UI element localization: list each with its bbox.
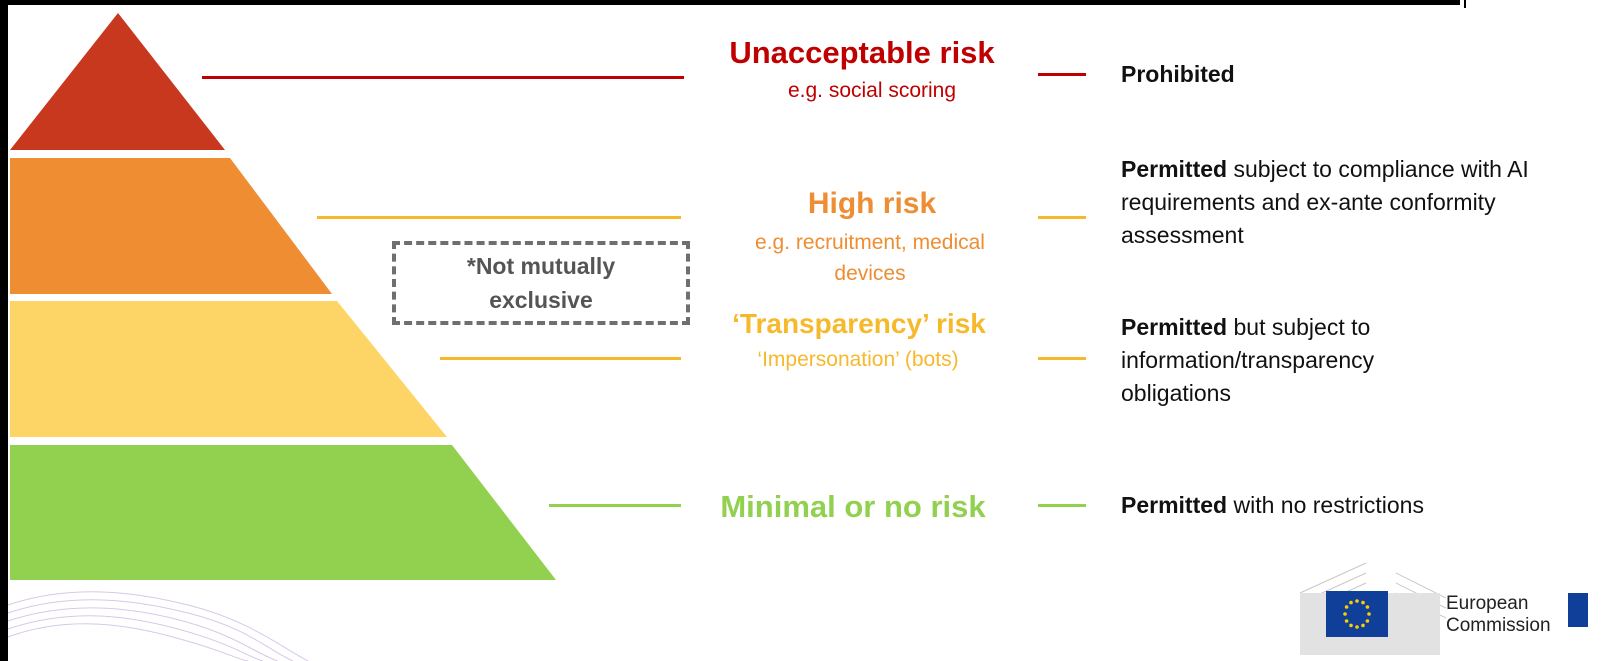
- connector-unacceptable-right: [1038, 73, 1086, 76]
- tier-title-high: High risk: [807, 187, 937, 220]
- top-right-divider: [1464, 0, 1466, 8]
- connector-transparency-left: [440, 357, 681, 360]
- tier-subtitle-high-line2: devices: [834, 262, 906, 285]
- tier-title-transparency: ‘Transparency’ risk: [732, 308, 986, 339]
- ec-logo-line2: Commission: [1446, 615, 1551, 636]
- pyramid-tier-unacceptable: [10, 13, 225, 150]
- desc-high: Permitted subject to compliance with AI …: [1121, 153, 1546, 252]
- desc-transparency-bold: Permitted: [1121, 314, 1228, 340]
- european-commission-logo: European Commission: [1296, 553, 1616, 661]
- tier-title-unacceptable: Unacceptable risk: [729, 35, 995, 70]
- tier-subtitle-high-line1: e.g. recruitment, medical: [755, 231, 985, 254]
- connector-transparency-right: [1038, 357, 1086, 360]
- pyramid-tier-high: [10, 158, 332, 294]
- ec-logo-bar: [1568, 593, 1588, 627]
- slide: Unacceptable risk e.g. social scoring Hi…: [8, 5, 1621, 661]
- note-line2: exclusive: [489, 287, 593, 313]
- ec-logo-line1: European: [1446, 593, 1529, 614]
- tier-subtitle-transparency: ‘Impersonation’ (bots): [757, 348, 959, 371]
- connector-high-right: [1038, 216, 1086, 219]
- connector-minimal-right: [1038, 504, 1086, 507]
- desc-minimal-rest: with no restrictions: [1227, 492, 1424, 518]
- desc-minimal: Permitted with no restrictions: [1121, 489, 1601, 522]
- connector-unacceptable-left: [202, 76, 684, 79]
- desc-transparency: Permitted but subject to information/tra…: [1121, 311, 1461, 410]
- decorative-wave: [8, 591, 309, 661]
- desc-unacceptable-bold: Prohibited: [1121, 61, 1235, 87]
- desc-unacceptable: Prohibited: [1121, 58, 1601, 91]
- connector-minimal-left: [549, 504, 681, 507]
- note-line1: *Not mutually: [466, 253, 616, 279]
- pyramid-tier-transparency: [10, 301, 447, 437]
- desc-high-rest: subject to compliance with AI requiremen…: [1121, 156, 1529, 248]
- risk-pyramid: [8, 13, 556, 661]
- building-graphic: [1299, 562, 1446, 655]
- desc-minimal-bold: Permitted: [1121, 492, 1228, 518]
- pyramid-tier-minimal: [10, 445, 556, 580]
- tier-subtitle-unacceptable: e.g. social scoring: [787, 79, 957, 102]
- desc-high-bold: Permitted: [1121, 156, 1228, 182]
- connector-high-left: [317, 216, 681, 219]
- eu-flag-icon: [1326, 591, 1388, 637]
- tier-title-minimal: Minimal or no risk: [720, 489, 986, 524]
- ec-logo-text: European Commission: [1446, 593, 1551, 637]
- top-right-gap: [1460, 0, 1621, 5]
- desc-transparency-rest: but subject to information/transparency …: [1121, 314, 1375, 406]
- not-mutually-exclusive-note: *Not mutually exclusive: [392, 241, 690, 325]
